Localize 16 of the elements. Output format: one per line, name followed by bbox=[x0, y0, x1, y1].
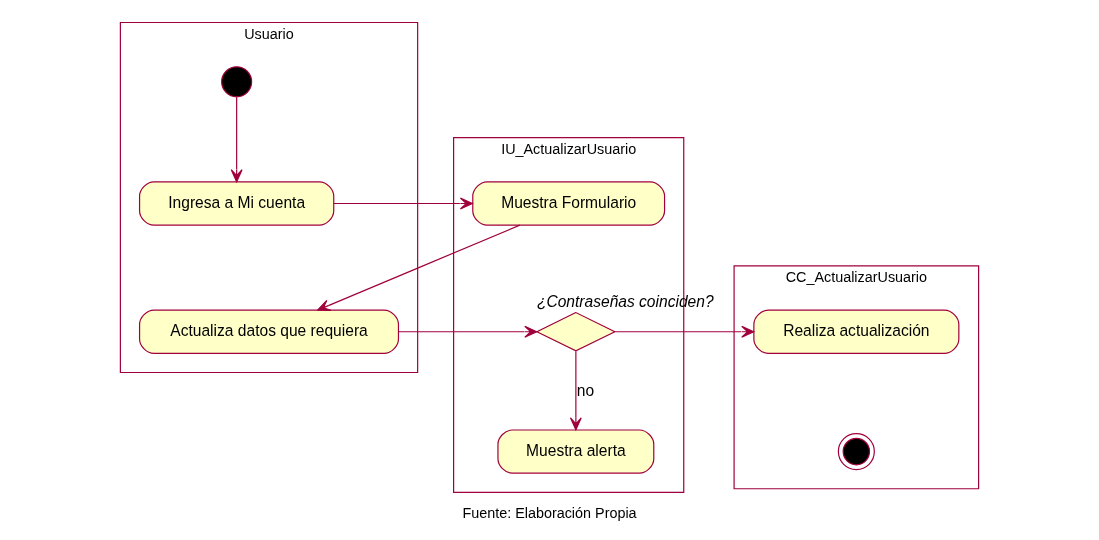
node-box: Muestra Formulario bbox=[472, 181, 666, 226]
caption: Fuente: Elaboración Propia bbox=[462, 505, 637, 522]
node-box: Muestra alerta bbox=[497, 429, 655, 474]
node-box: Actualiza datos que requiera bbox=[138, 309, 400, 354]
arrow bbox=[317, 224, 521, 311]
edge-label: no bbox=[576, 381, 595, 399]
arrow bbox=[398, 325, 538, 338]
node-box: Ingresa a Mi cuenta bbox=[138, 181, 335, 226]
arrow bbox=[569, 350, 582, 431]
arrow bbox=[614, 325, 755, 338]
node-diamond bbox=[535, 311, 617, 352]
node-circle bbox=[837, 433, 875, 471]
node-box: Realiza actualización bbox=[753, 309, 960, 354]
arrow bbox=[230, 96, 243, 183]
arrow bbox=[333, 197, 473, 210]
node-circle bbox=[221, 66, 253, 98]
